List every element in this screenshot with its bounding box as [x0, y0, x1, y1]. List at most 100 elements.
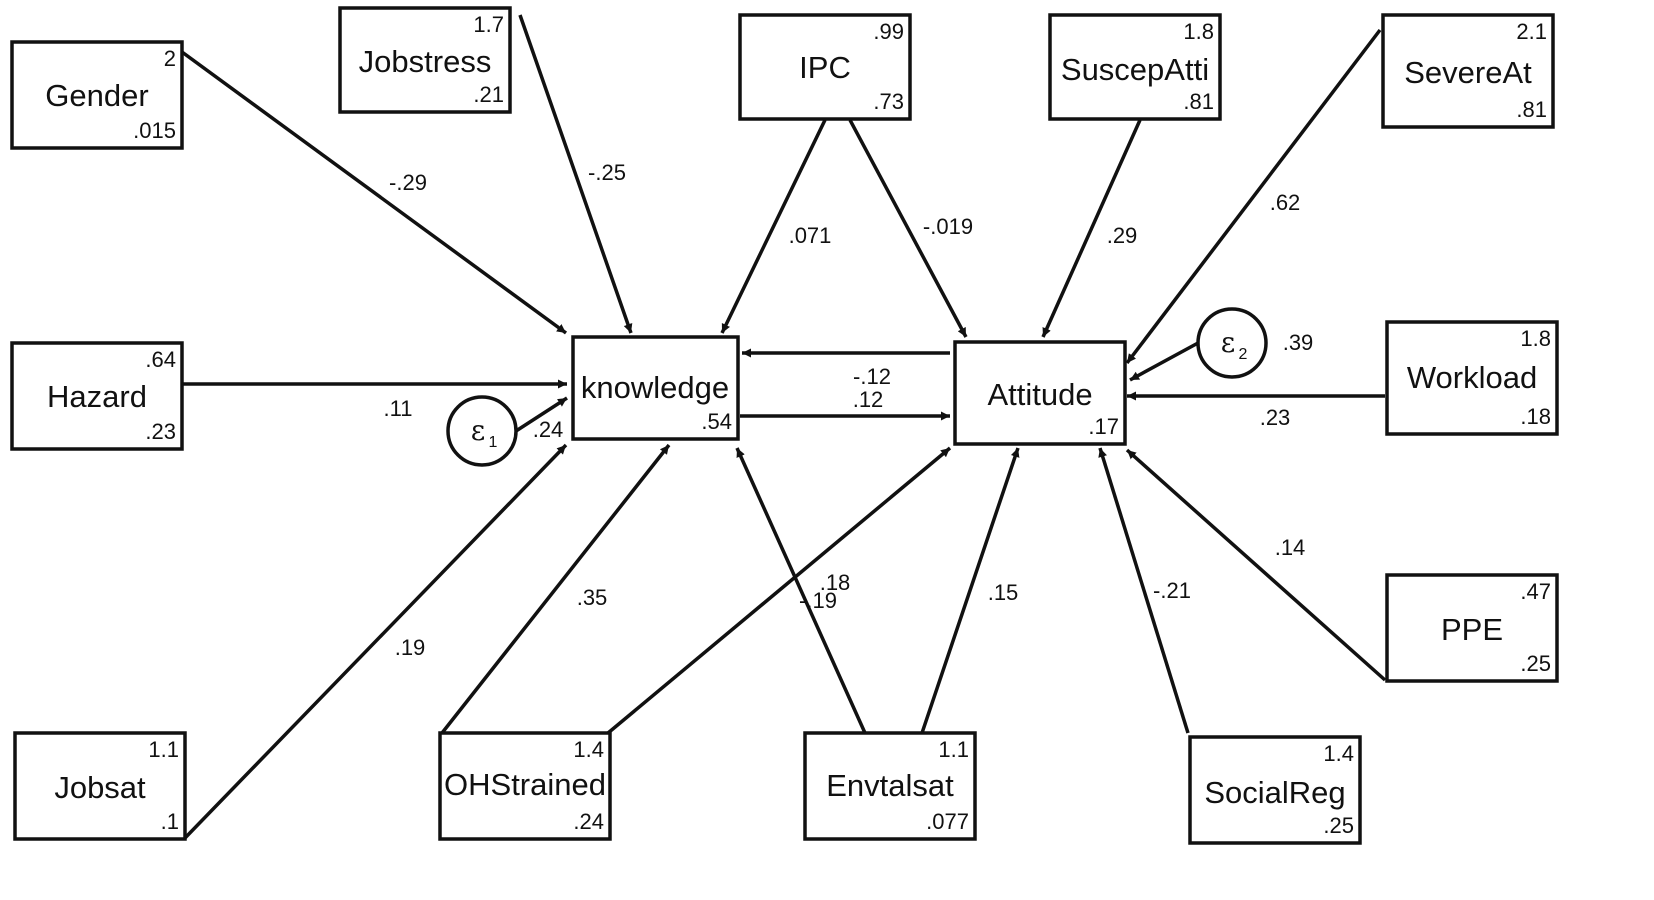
node-variance-ipc: .73	[873, 89, 904, 114]
path-arrow-socialreg-attitude	[1098, 447, 1190, 734]
error-subscript-e2: 2	[1239, 346, 1248, 363]
error-circle-e2	[1196, 307, 1268, 379]
path-coefficient-knowledge-attitude: .12	[853, 387, 884, 412]
node-box-envtalsat	[803, 731, 977, 841]
node-socialreg: SocialReg 1.4 .25	[1188, 735, 1362, 845]
node-variance-ppe: .25	[1520, 651, 1551, 676]
node-variance-ohstrained: .24	[573, 809, 604, 834]
path-coefficient-ohstrained-attitude: .18	[820, 570, 851, 595]
node-box-ppe	[1385, 573, 1559, 683]
node-name-suscep: SuscepAtti	[1061, 52, 1209, 87]
node-intercept-jobstress: 1.7	[473, 12, 504, 37]
node-variance-socialreg: .25	[1323, 813, 1354, 838]
error-variance-e1: .24	[533, 417, 564, 442]
node-workload: Workload 1.8 .18	[1385, 320, 1559, 436]
node-intercept-ppe: .47	[1520, 579, 1551, 604]
node-intercept-severe: 2.1	[1516, 19, 1547, 44]
node-variance-jobstress: .21	[473, 82, 504, 107]
node-variance-severe: .81	[1516, 97, 1547, 122]
error-arrow-e1	[515, 396, 568, 433]
node-name-ipc: IPC	[799, 50, 851, 85]
node-ohstrained: OHStrained 1.4 .24	[438, 731, 612, 841]
path-coefficient-jobsat-knowledge: .19	[395, 635, 426, 660]
path-arrow-jobstress-knowledge	[518, 14, 633, 334]
error-arrow-e2	[1129, 341, 1199, 382]
node-name-gender: Gender	[45, 78, 148, 113]
path-coefficient-socialreg-attitude: -.21	[1153, 578, 1191, 603]
path-coefficient-envtalsat-attitude: .15	[988, 580, 1019, 605]
node-box-knowledge	[571, 335, 740, 441]
node-attitude: Attitude.17	[953, 340, 1127, 446]
node-intercept-workload: 1.8	[1520, 326, 1551, 351]
node-box-attitude	[953, 340, 1127, 446]
path-arrow-envtalsat-knowledge	[735, 447, 867, 734]
path-coefficient-ppe-attitude: .14	[1275, 535, 1306, 560]
node-name-ppe: PPE	[1441, 612, 1503, 647]
node-variance-jobsat: .1	[161, 809, 179, 834]
node-knowledge: knowledge .54	[571, 335, 740, 441]
node-box-hazard	[10, 341, 184, 451]
labels-layer: -.29-.25.071-.019.29.62.11-.12.12.23.14.…	[384, 160, 1314, 660]
path-coefficient-ipc-attitude: -.019	[923, 214, 973, 239]
node-box-socialreg	[1188, 735, 1362, 845]
path-arrow-ipc-knowledge	[720, 119, 827, 334]
path-arrow-envtalsat-attitude	[920, 447, 1020, 734]
error-symbol-e2: ε	[1221, 326, 1236, 359]
node-intercept-jobsat: 1.1	[148, 737, 179, 762]
path-coefficient-jobstress-knowledge: -.25	[588, 160, 626, 185]
node-name-jobstress: Jobstress	[359, 44, 492, 79]
path-coefficient-ipc-knowledge: .071	[789, 223, 832, 248]
node-variance-attitude: .17	[1088, 414, 1119, 439]
path-coefficient-severe-attitude: .62	[1270, 190, 1301, 215]
node-variance-workload: .18	[1520, 404, 1551, 429]
nodes-layer: Gender 2 .015 Jobstress 1.7 .21 IPC .99 .73 Susce…	[10, 6, 1559, 845]
node-box-jobsat	[13, 731, 187, 841]
path-coefficient-hazard-knowledge: .11	[384, 396, 413, 421]
path-arrow-jobsat-knowledge	[183, 443, 568, 840]
node-name-socialreg: SocialReg	[1204, 775, 1345, 810]
error-subscript-e1: 1	[489, 434, 498, 451]
node-intercept-gender: 2	[164, 46, 176, 71]
node-variance-knowledge: .54	[701, 409, 732, 434]
node-jobstress: Jobstress 1.7 .21	[338, 6, 512, 114]
node-ppe: PPE .47 .25	[1385, 573, 1559, 683]
node-ipc: IPC .99 .73	[738, 13, 912, 121]
node-name-hazard: Hazard	[47, 379, 147, 414]
error-symbol-e1: ε	[471, 414, 486, 447]
path-coefficient-suscep-attitude: .29	[1107, 223, 1138, 248]
node-name-attitude: Attitude	[987, 377, 1092, 412]
path-arrow-suscep-attitude	[1041, 119, 1142, 338]
path-arrow-gender-knowledge	[180, 50, 568, 335]
node-name-workload: Workload	[1407, 360, 1537, 395]
path-coefficient-envtalsat-knowledge: -.19	[799, 588, 837, 613]
node-gender: Gender 2 .015	[10, 40, 184, 150]
node-box-jobstress	[338, 6, 512, 114]
node-name-severe: SevereAt	[1404, 55, 1532, 90]
node-variance-hazard: .23	[145, 419, 176, 444]
node-intercept-socialreg: 1.4	[1323, 741, 1354, 766]
path-arrow-ppe-attitude	[1125, 448, 1387, 682]
node-name-ohstrained: OHStrained	[444, 767, 606, 802]
node-variance-gender: .015	[133, 118, 176, 143]
node-intercept-ipc: .99	[873, 19, 904, 44]
node-intercept-ohstrained: 1.4	[573, 737, 604, 762]
node-box-ipc	[738, 13, 912, 121]
node-box-gender	[10, 40, 184, 150]
node-intercept-suscep: 1.8	[1183, 19, 1214, 44]
node-variance-envtalsat: .077	[926, 809, 969, 834]
path-coefficient-ohstrained-knowledge: .35	[577, 585, 608, 610]
error-variance-e2: .39	[1283, 330, 1314, 355]
edges-layer	[180, 14, 1387, 840]
path-coefficient-attitude-knowledge: -.12	[853, 364, 891, 389]
error-circle-e1	[446, 395, 518, 467]
path-arrow-ipc-attitude	[848, 119, 968, 338]
path-arrow-ohstrained-knowledge	[440, 443, 671, 735]
node-name-knowledge: knowledge	[581, 370, 729, 405]
node-name-jobsat: Jobsat	[54, 770, 146, 805]
